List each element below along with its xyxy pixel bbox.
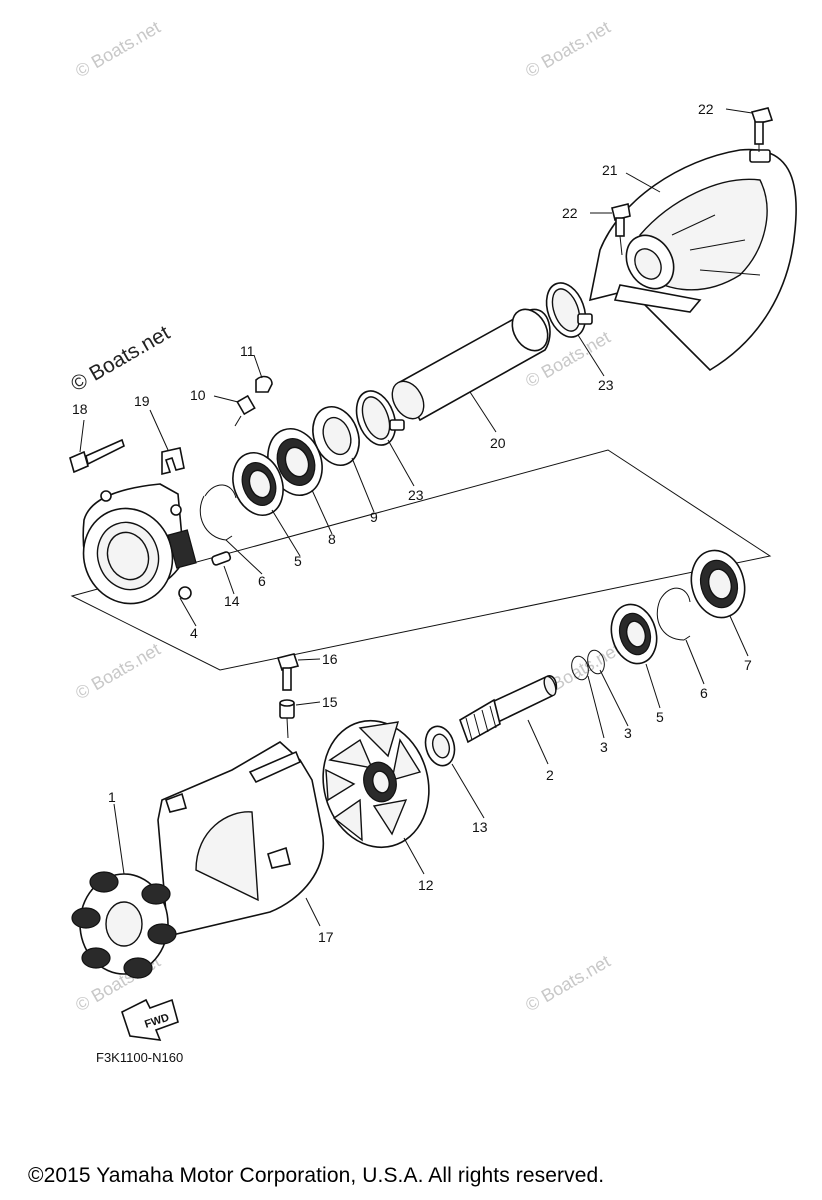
callout: 22 (698, 101, 714, 117)
callout: 11 (240, 343, 255, 359)
collar-15 (279, 699, 295, 739)
watermark: © Boats.net (522, 951, 614, 1015)
collar-13 (424, 725, 456, 767)
callout: 12 (418, 877, 434, 893)
watermark: © Boats.net (72, 639, 164, 703)
bearing-5-lower (610, 603, 658, 665)
bearing-7 (690, 549, 746, 619)
impeller-12 (322, 719, 430, 849)
callout: 3 (600, 739, 608, 755)
watermark: © Boats.net (72, 17, 164, 81)
callout: 1 (108, 789, 116, 805)
cap-11 (255, 375, 273, 393)
callout: 10 (190, 387, 206, 403)
callout: 2 (546, 767, 554, 783)
fwd-arrow-icon: FWD (121, 998, 179, 1041)
callout: 7 (744, 657, 752, 673)
callout: 21 (602, 162, 618, 178)
pin-14 (211, 551, 232, 566)
callout: 17 (318, 929, 334, 945)
callout: 18 (72, 401, 88, 417)
grease-nipple-10 (234, 394, 256, 427)
hose-20 (391, 308, 551, 422)
callout: 16 (322, 651, 338, 667)
callout: 9 (370, 509, 378, 525)
bearing-5-upper (232, 452, 284, 516)
circlip-6-upper (199, 484, 237, 541)
watermark-primary: © Boats.net (67, 321, 174, 396)
bolt-16 (276, 653, 300, 691)
callout: 20 (490, 435, 506, 451)
callout: 6 (700, 685, 708, 701)
callout: 13 (472, 819, 488, 835)
pump-cover-21 (588, 148, 797, 372)
callout: 3 (624, 725, 632, 741)
circlip-6-lower (656, 587, 691, 641)
callout: 5 (294, 553, 302, 569)
bolt-22-side (611, 203, 631, 256)
duct-17 (157, 741, 325, 937)
callout: 19 (134, 393, 150, 409)
drive-shaft-2 (459, 675, 558, 744)
callout: 15 (322, 694, 338, 710)
figure-code: F3K1100-N160 (96, 1050, 184, 1065)
callout: 14 (224, 593, 240, 609)
stator-1 (71, 871, 177, 979)
pump-housing-4 (82, 483, 197, 605)
callout: 23 (598, 377, 614, 393)
callout: 23 (408, 487, 424, 503)
watermark: © Boats.net (522, 17, 614, 81)
o-ring-3-b (571, 655, 589, 681)
callout: 22 (562, 205, 578, 221)
callout: 8 (328, 531, 336, 547)
hose-clamp-23-lower (355, 390, 405, 446)
hose-clamp-23-upper (545, 282, 593, 338)
leader-lines (79, 108, 753, 927)
o-ring-3-a (587, 649, 605, 675)
assembly-outline (70, 449, 772, 671)
callout: 5 (656, 709, 664, 725)
callout: 6 (258, 573, 266, 589)
seal-9 (312, 406, 360, 466)
copyright-notice: ©2015 Yamaha Motor Corporation, U.S.A. A… (28, 1164, 605, 1187)
callout-labels: 22 21 22 23 20 23 9 8 5 6 14 4 11 10 19 … (72, 101, 752, 945)
bolt-22-top (750, 107, 774, 152)
plate-19 (161, 447, 185, 476)
bolt-18 (69, 438, 125, 474)
callout: 4 (190, 625, 198, 641)
